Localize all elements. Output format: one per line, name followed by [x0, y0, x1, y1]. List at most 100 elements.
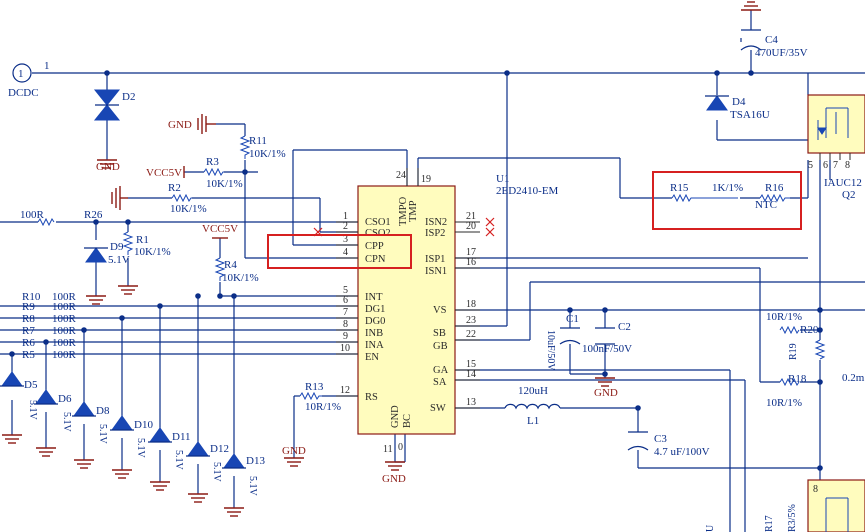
pin-name-isp2: ISP2	[425, 228, 445, 239]
r16-resistor[interactable]	[759, 193, 790, 203]
vcc5v-r4-label: VCC5V	[202, 223, 238, 235]
r4-value: 10K/1%	[222, 272, 259, 284]
q3-mosfet-body-partial[interactable]	[807, 479, 865, 532]
gnd-symbol-r1	[118, 285, 138, 295]
r8-value: 100R	[52, 313, 77, 325]
pin-name-int: INT	[365, 292, 383, 303]
q2-part: IAUC12	[824, 177, 862, 189]
d4-zener-diode[interactable]	[705, 95, 729, 111]
pin-num-2: 2	[343, 221, 348, 232]
r26-value: 100R	[20, 209, 45, 221]
pin-num-0: 0	[398, 442, 403, 453]
r5-value: 100R	[52, 349, 77, 361]
zener-diodes	[0, 371, 246, 469]
zener-values: 5.1V 5.1V 5.1V 5.1V 5.1V 5.1V 5.1V	[27, 400, 258, 497]
d6-zener-diode[interactable]	[34, 389, 58, 405]
pin-name-dg1: DG1	[365, 304, 385, 315]
d6-label: D6	[58, 393, 72, 405]
pin-name-inb: INB	[365, 328, 383, 339]
d13-zener-diode[interactable]	[222, 453, 246, 469]
r4-resistor[interactable]	[214, 257, 226, 281]
r19-shunt-resistor[interactable]	[814, 339, 826, 360]
r13-resistor[interactable]	[299, 391, 322, 401]
r13-value: 10R/1%	[305, 401, 341, 413]
pin-name-cso1: CSO1	[365, 217, 391, 228]
r11-resistor[interactable]	[239, 135, 251, 159]
l1-label: L1	[527, 415, 539, 427]
q2-label: Q2	[842, 189, 855, 201]
r3-label: R3	[206, 156, 219, 168]
c2-capacitor[interactable]	[595, 327, 615, 345]
d5-value: 5.1V	[27, 400, 38, 421]
pin-name-cpn: CPN	[365, 254, 386, 265]
d5-zener-diode[interactable]	[0, 371, 24, 387]
u1-left-pins: 1 CSO1 2 CSO2 3 CPP 4 CPN 5 INT 6 DG1 7 …	[340, 211, 391, 403]
pin-num-11: 11	[383, 444, 393, 455]
c4-label: C4	[765, 34, 778, 46]
pin-num-1: 1	[343, 211, 348, 222]
r10-value: 100R	[52, 291, 77, 303]
r3-resistor[interactable]	[203, 167, 224, 177]
u1-right-pin-lines	[455, 221, 480, 409]
q2-pin5: 5	[808, 160, 813, 171]
c1-capacitor[interactable]	[559, 327, 581, 345]
pin-num-14: 14	[466, 369, 476, 380]
pin-num-10: 10	[340, 343, 350, 354]
l1-value: 120uH	[518, 385, 548, 397]
pin-num-24: 24	[396, 170, 406, 181]
d10-zener-diode[interactable]	[110, 415, 134, 431]
r2-resistor[interactable]	[171, 193, 192, 203]
d8-zener-diode[interactable]	[72, 401, 96, 417]
r18-resistor[interactable]	[779, 377, 800, 387]
pin-num-9: 9	[343, 331, 348, 342]
d9-zener-diode[interactable]	[84, 247, 108, 263]
d2-tvs-diode[interactable]	[93, 89, 121, 121]
port-dcdc-symbol[interactable]	[12, 63, 32, 83]
r1-resistor[interactable]	[122, 231, 134, 255]
pin-num-16: 16	[466, 257, 476, 268]
gnd-symbol-d2	[97, 159, 117, 169]
port-number: 1	[18, 68, 24, 80]
d11-zener-diode[interactable]	[148, 427, 172, 443]
r9-value: 100R	[52, 301, 77, 313]
r6-label: R6	[22, 337, 35, 349]
r18-value: 10R/1%	[766, 397, 802, 409]
gnd-symbol-c4	[741, 1, 761, 11]
d9-value: 5.1V	[108, 254, 130, 266]
gnd-symbol-u1	[385, 461, 405, 471]
gnd-symbol-d9	[86, 295, 106, 305]
r3-value: 10K/1%	[206, 178, 243, 190]
u1-ref: U1	[496, 173, 509, 185]
l1-inductor[interactable]	[504, 403, 561, 410]
highlight-cpp-cpn	[267, 234, 412, 269]
highlight-r15-r16	[652, 171, 802, 230]
d11-label: D11	[172, 431, 191, 443]
c3-capacitor[interactable]	[627, 431, 649, 451]
c4-capacitor[interactable]	[740, 29, 762, 51]
r16-label: R16	[765, 182, 784, 194]
r2-label: R2	[168, 182, 181, 194]
r16-value: NTC	[755, 199, 777, 211]
zener-labels: D5 D6 D8 D10 D11 D12 D13	[24, 379, 265, 467]
gnd-r13-label: GND	[282, 445, 306, 457]
d5-label: D5	[24, 379, 38, 391]
d10-label: D10	[134, 419, 153, 431]
r15-resistor[interactable]	[671, 193, 738, 203]
c3-label: C3	[654, 433, 667, 445]
d4-value: TSA16U	[730, 109, 770, 121]
q3-pin8: 8	[813, 484, 818, 495]
r20-resistor[interactable]	[779, 325, 800, 335]
d12-label: D12	[210, 443, 229, 455]
pin-num-15: 15	[466, 359, 476, 370]
d12-zener-diode[interactable]	[186, 441, 210, 457]
r20-value: 10R/1%	[766, 311, 802, 323]
u1-top-pin-lines	[406, 168, 419, 186]
u1-gnd-label: GND	[382, 473, 406, 485]
r26-resistor[interactable]	[37, 217, 55, 227]
r13-label: R13	[305, 381, 324, 393]
pin-num-6: 6	[343, 295, 348, 306]
pin-num-23: 23	[466, 315, 476, 326]
q2-pin6: 6	[823, 160, 828, 171]
